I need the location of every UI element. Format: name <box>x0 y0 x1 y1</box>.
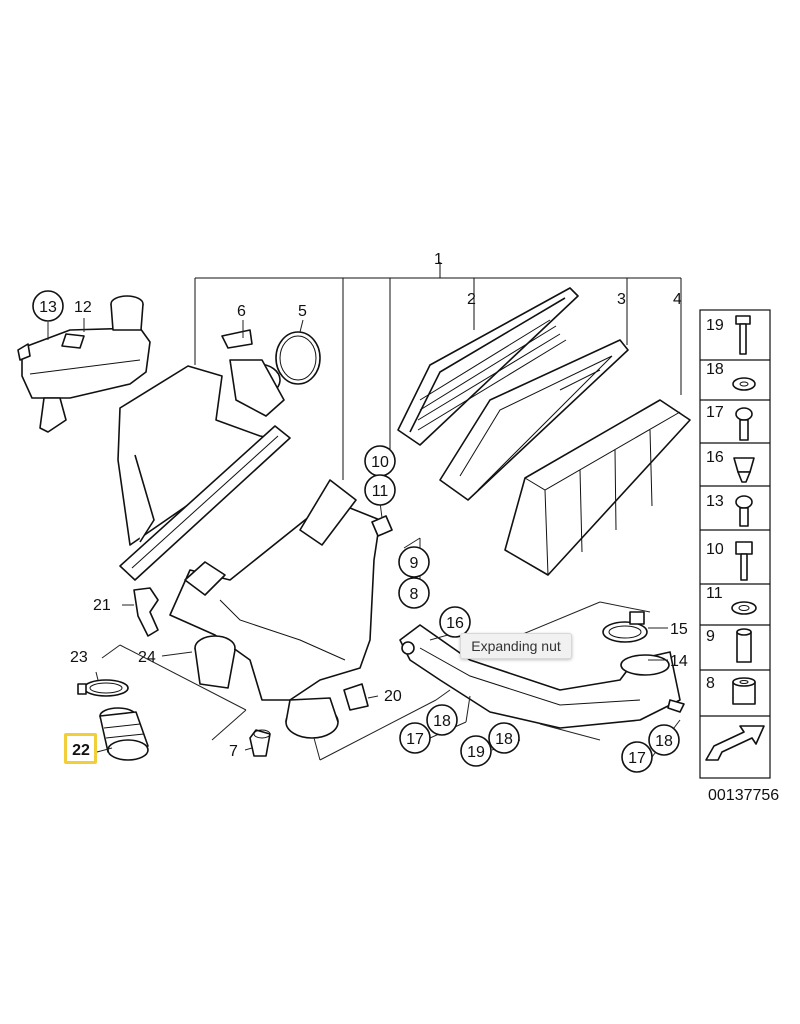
callout-1: 1 <box>434 251 443 268</box>
callout-18c-circled: 18 <box>648 724 680 756</box>
clamp-15-drawing <box>602 611 648 643</box>
small-parts-legend: 19 18 17 16 13 10 11 9 8 <box>699 309 771 779</box>
callout-20: 20 <box>384 688 402 705</box>
svg-text:17: 17 <box>406 731 424 748</box>
callout-14: 14 <box>670 653 688 670</box>
callout-12: 12 <box>74 299 92 316</box>
callout-18b-circled: 18 <box>488 722 520 754</box>
legend-label-16: 16 <box>706 449 724 466</box>
clip-21-drawing <box>133 587 159 637</box>
screw-19-icon <box>735 315 751 355</box>
legend-label-10: 10 <box>706 541 724 558</box>
callout-17-circled: 17 <box>399 722 431 754</box>
legend-label-17: 17 <box>706 404 724 421</box>
svg-text:13: 13 <box>39 299 57 316</box>
hose-clamp-23-drawing <box>77 679 129 697</box>
callout-11-circled: 11 <box>364 474 396 506</box>
callout-5: 5 <box>298 303 307 320</box>
callout-17b-circled: 17 <box>621 741 653 773</box>
direction-arrow-icon <box>705 725 765 761</box>
filter-housing-upper-drawing <box>117 329 291 581</box>
screw-13-icon <box>735 495 753 527</box>
callout-15: 15 <box>670 621 688 638</box>
expanding-nut-tooltip: Expanding nut <box>460 633 572 659</box>
legend-label-18: 18 <box>706 361 724 378</box>
svg-text:11: 11 <box>372 483 389 500</box>
svg-text:10: 10 <box>371 454 389 471</box>
callout-23: 23 <box>70 649 88 666</box>
callout-4: 4 <box>673 291 682 308</box>
legend-label-11: 11 <box>706 585 723 602</box>
bushing-8-icon <box>732 677 756 705</box>
callout-9-circled: 9 <box>398 546 430 578</box>
sleeve-9-icon <box>736 628 752 663</box>
bolt-10-icon <box>735 541 753 581</box>
sleeve-7-drawing <box>249 729 271 757</box>
legend-label-19: 19 <box>706 317 724 334</box>
legend-label-13: 13 <box>706 493 724 510</box>
callout-13-circled: 13 <box>32 290 64 322</box>
legend-label-9: 9 <box>706 628 715 645</box>
seal-ring-drawing <box>275 331 321 385</box>
washer-18-icon <box>732 377 756 391</box>
callout-16-circled: 16 <box>439 606 471 638</box>
screw-17-icon <box>735 407 753 441</box>
filter-element-4-drawing <box>504 399 691 576</box>
svg-text:9: 9 <box>410 555 419 572</box>
washer-11-icon <box>731 601 757 615</box>
callout-6: 6 <box>237 303 246 320</box>
callout-22[interactable]: 22 <box>72 742 90 759</box>
svg-text:18: 18 <box>495 731 513 748</box>
callout-10-circled: 10 <box>364 445 396 477</box>
svg-text:8: 8 <box>410 586 419 603</box>
svg-text:19: 19 <box>467 744 485 761</box>
expansion-tank-drawing <box>17 295 151 433</box>
expanding-nut-16-icon <box>733 457 755 483</box>
svg-text:17: 17 <box>628 750 646 767</box>
svg-text:18: 18 <box>433 713 451 730</box>
svg-text:18: 18 <box>655 733 673 750</box>
filter-frame-3-drawing <box>439 339 629 501</box>
legend-label-8: 8 <box>706 675 715 692</box>
callout-22-highlight <box>64 733 97 764</box>
callout-18-circled: 18 <box>426 704 458 736</box>
intake-bellow-22-drawing <box>99 707 149 761</box>
callout-3: 3 <box>617 291 626 308</box>
grommet-20-drawing <box>343 683 369 711</box>
diagram-id: 00137756 <box>708 787 779 804</box>
callout-24: 24 <box>138 649 156 666</box>
mount-11-drawing <box>371 515 393 537</box>
callout-2: 2 <box>467 291 476 308</box>
assembly-bracket-1 <box>194 262 682 480</box>
filter-element-2-drawing <box>397 287 579 446</box>
filter-housing-lower-drawing <box>169 479 381 739</box>
svg-text:16: 16 <box>446 615 464 632</box>
callout-21: 21 <box>93 597 111 614</box>
callout-19-circled: 19 <box>460 735 492 767</box>
callout-8-circled: 8 <box>398 577 430 609</box>
callout-7: 7 <box>229 743 238 760</box>
